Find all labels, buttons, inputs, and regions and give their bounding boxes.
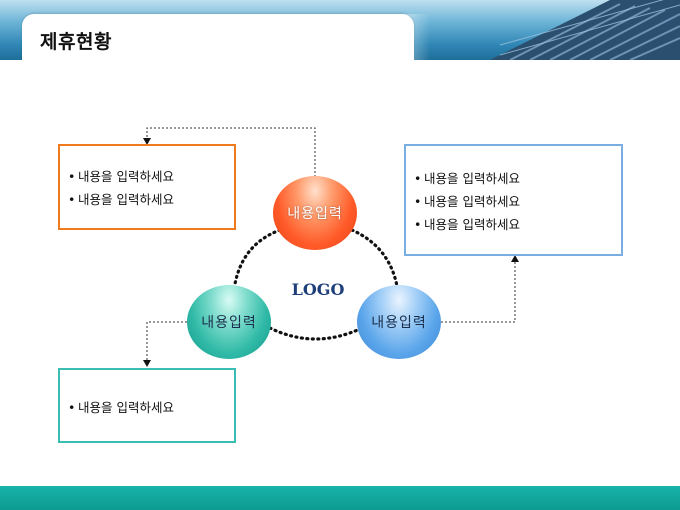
list-item-text: 내용을 입력하세요 [424,171,520,186]
node-circle-top: 내용입력 [273,176,357,250]
list-item: •내용을 입력하세요 [68,396,174,419]
arrowhead-box-left [143,138,151,145]
node-label-right: 내용입력 [371,315,427,331]
list-item-text: 내용을 입력하세요 [78,400,174,415]
connector-left-to-box-bottom [146,321,187,362]
list-item: •내용을 입력하세요 [414,213,520,236]
slide-header: 제휴현황 [0,0,680,60]
bullet: • [414,217,422,232]
footer-bar [0,486,680,510]
node-label-left: 내용입력 [201,315,257,331]
bullet: • [414,171,422,186]
bullet: • [68,169,76,184]
arrowhead-box-bottom [143,360,151,367]
bullet: • [68,400,76,415]
node-label-top: 내용입력 [287,206,343,222]
bullet: • [414,194,422,209]
list-item-text: 내용을 입력하세요 [78,192,174,207]
connector-right-to-box-right [441,260,516,323]
header-title-tab [22,14,414,60]
bullet: • [68,192,76,207]
list-item: •내용을 입력하세요 [414,190,520,213]
list-item-text: 내용을 입력하세요 [424,194,520,209]
list-item: •내용을 입력하세요 [68,165,174,188]
header-tab-fade [370,14,430,60]
center-logo: LOGO [291,280,345,299]
list-item-text: 내용을 입력하세요 [424,217,520,232]
connector-top-to-box-left [146,127,316,177]
text-box-top-left: •내용을 입력하세요 •내용을 입력하세요 [58,144,236,230]
arrowhead-box-right [511,255,519,262]
text-box-bottom-left: •내용을 입력하세요 [58,368,236,443]
node-circle-right: 내용입력 [357,285,441,359]
list-item: •내용을 입력하세요 [68,188,174,211]
ring-arc-top-left [232,228,282,292]
ring-arc-top-right [350,228,400,294]
building-image [490,0,680,60]
ring-arc-bottom [268,326,364,341]
node-circle-left: 내용입력 [187,285,271,359]
list-item: •내용을 입력하세요 [414,167,520,190]
list-item-text: 내용을 입력하세요 [78,169,174,184]
text-box-top-right: •내용을 입력하세요 •내용을 입력하세요 •내용을 입력하세요 [404,144,623,256]
page-title: 제휴현황 [40,31,112,53]
